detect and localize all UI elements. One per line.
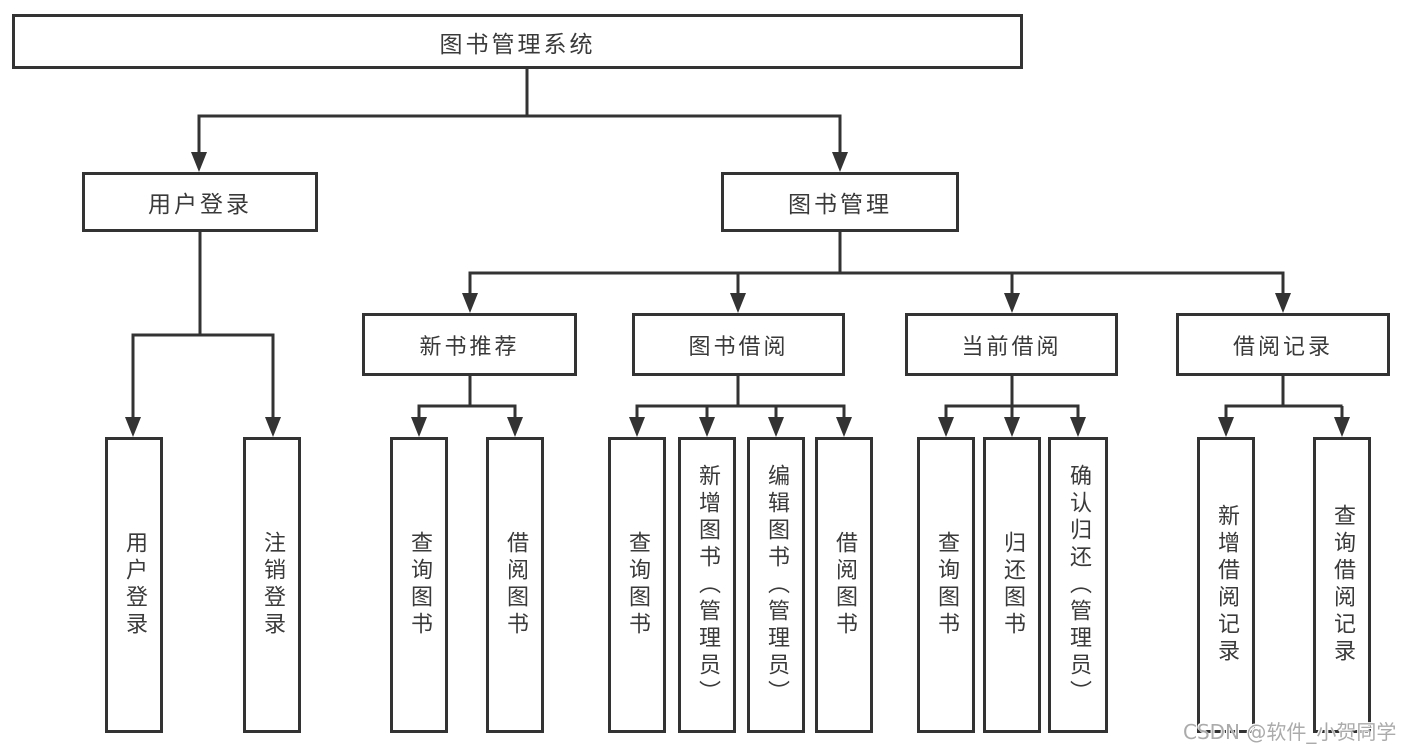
node-current-borrowing: 当前借阅 bbox=[905, 313, 1118, 376]
arrow-down-icon bbox=[1070, 417, 1086, 437]
leaf-label: 新增借阅记录 bbox=[1214, 504, 1239, 666]
leaf-query-books: 查询图书 bbox=[390, 437, 448, 733]
watermark: CSDN @软件_小贺同学 bbox=[1183, 720, 1397, 744]
leaf-label: 编辑图书（管理员） bbox=[764, 463, 789, 707]
arrow-down-icon bbox=[768, 417, 784, 437]
node-label: 图书管理系统 bbox=[439, 31, 596, 58]
leaf-query-books: 查询图书 bbox=[917, 437, 975, 733]
leaf-label: 查询图书 bbox=[407, 531, 432, 639]
leaf-return-books: 归还图书 bbox=[983, 437, 1041, 733]
node-borrowing-records: 借阅记录 bbox=[1176, 313, 1390, 376]
node-label: 图书借阅 bbox=[688, 334, 789, 360]
leaf-label: 借阅图书 bbox=[832, 531, 857, 639]
leaf-borrow-books: 借阅图书 bbox=[815, 437, 873, 733]
node-label: 借阅记录 bbox=[1232, 334, 1333, 360]
arrow-down-icon bbox=[938, 417, 954, 437]
arrow-down-icon bbox=[730, 293, 746, 313]
leaf-label: 确认归还（管理员） bbox=[1066, 463, 1091, 707]
node-label: 新书推荐 bbox=[419, 334, 520, 360]
arrow-down-icon bbox=[1275, 293, 1291, 313]
arrow-down-icon bbox=[836, 417, 852, 437]
arrowheads bbox=[125, 152, 1350, 437]
arrow-down-icon bbox=[1004, 417, 1020, 437]
leaf-confirm-return-admin: 确认归还（管理员） bbox=[1048, 437, 1108, 733]
leaf-label: 查询图书 bbox=[934, 531, 959, 639]
leaf-add-book-admin: 新增图书（管理员） bbox=[678, 437, 736, 733]
leaf-label: 用户登录 bbox=[122, 531, 147, 639]
leaf-label: 归还图书 bbox=[1000, 531, 1025, 639]
arrow-down-icon bbox=[832, 152, 848, 172]
arrow-down-icon bbox=[1004, 293, 1020, 313]
node-book-borrowing: 图书借阅 bbox=[632, 313, 845, 376]
leaf-edit-book-admin: 编辑图书（管理员） bbox=[747, 437, 805, 733]
leaf-label: 查询借阅记录 bbox=[1330, 504, 1355, 666]
leaf-label: 借阅图书 bbox=[503, 531, 528, 639]
arrow-down-icon bbox=[125, 417, 141, 437]
leaf-borrow-books: 借阅图书 bbox=[486, 437, 544, 733]
node-new-book-recommendation: 新书推荐 bbox=[362, 313, 577, 376]
arrow-down-icon bbox=[191, 152, 207, 172]
arrow-down-icon bbox=[411, 417, 427, 437]
leaf-query-borrow-record: 查询借阅记录 bbox=[1313, 437, 1371, 733]
node-label: 图书管理 bbox=[788, 192, 892, 218]
node-book-management: 图书管理 bbox=[721, 172, 959, 232]
leaf-logout: 注销登录 bbox=[243, 437, 301, 733]
leaf-query-books: 查询图书 bbox=[608, 437, 666, 733]
node-library-management-system: 图书管理系统 bbox=[12, 14, 1023, 69]
arrow-down-icon bbox=[1218, 417, 1234, 437]
leaf-label: 查询图书 bbox=[625, 531, 650, 639]
arrow-down-icon bbox=[265, 417, 281, 437]
node-user-login: 用户登录 bbox=[82, 172, 318, 232]
arrow-down-icon bbox=[462, 293, 478, 313]
node-label: 用户登录 bbox=[148, 192, 252, 218]
node-label: 当前借阅 bbox=[961, 334, 1062, 360]
leaf-add-borrow-record: 新增借阅记录 bbox=[1197, 437, 1255, 733]
leaf-label: 新增图书（管理员） bbox=[695, 463, 720, 707]
arrow-down-icon bbox=[507, 417, 523, 437]
arrow-down-icon bbox=[699, 417, 715, 437]
leaf-user-login: 用户登录 bbox=[105, 437, 163, 733]
leaf-label: 注销登录 bbox=[260, 531, 285, 639]
arrow-down-icon bbox=[1334, 417, 1350, 437]
arrow-down-icon bbox=[629, 417, 645, 437]
